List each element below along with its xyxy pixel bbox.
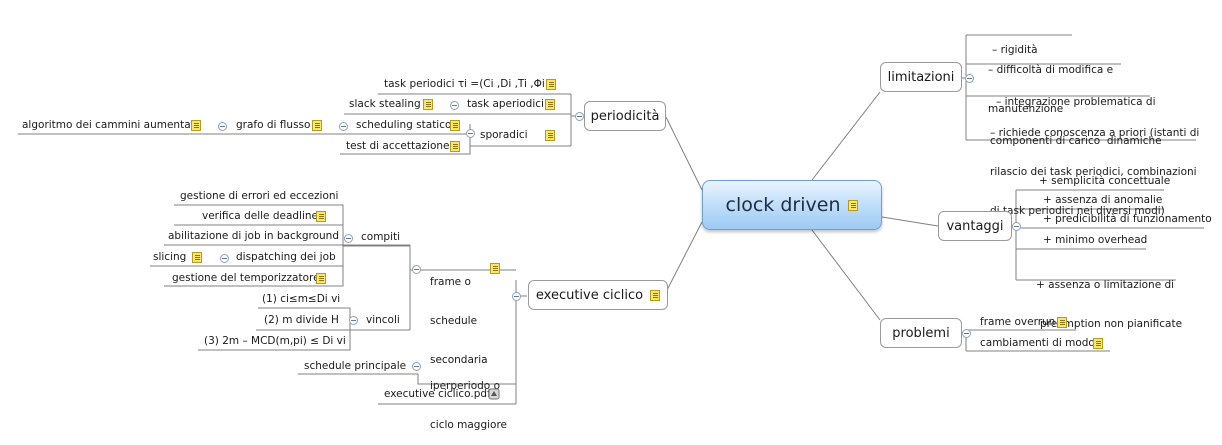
subtopic-vincoli[interactable]: vincoli [366,314,400,326]
limitazioni-item-line: – rigidità [992,44,1038,56]
topic-problemi[interactable]: problemi [880,318,962,348]
subtopic-test-accettazione[interactable]: test di accettazione [346,140,450,152]
compiti-item[interactable]: gestione del temporizzatore [172,272,320,284]
vincoli-item[interactable]: (3) 2m – MCD(m,pi) ≤ Di vi [204,335,346,347]
note-icon[interactable] [312,120,322,131]
topic-problemi-label: problemi [892,325,950,341]
topic-periodicita-label: periodicità [590,108,660,124]
collapse-icon[interactable] [466,129,475,138]
subtopic-grafo-di-flusso[interactable]: grafo di flusso [236,119,311,131]
subtopic-slicing[interactable]: slicing [153,251,187,263]
subtopic-cammini-aumentati[interactable]: algoritmo dei cammini aumentati [22,119,198,131]
note-icon[interactable] [545,130,555,141]
compiti-item[interactable]: gestione di errori ed eccezioni [180,190,339,202]
topic-periodicita[interactable]: periodicità [584,101,666,131]
limitazioni-item-line: – richiede conoscenza a priori (istanti … [990,127,1200,139]
topic-executive-ciclico[interactable]: executive ciclico [528,280,668,310]
topic-vantaggi-label: vantaggi [946,218,1004,234]
note-icon[interactable] [450,141,460,152]
limitazioni-item-line: rilascio dei task periodici, combinazion… [990,166,1197,178]
limitazioni-item-line: – difficoltà di modifica e [988,64,1114,76]
note-icon[interactable] [316,273,326,284]
vantaggi-item[interactable]: + minimo overhead [1043,234,1148,246]
topic-limitazioni-label: limitazioni [887,69,955,85]
note-icon[interactable] [848,199,859,211]
limitazioni-item[interactable]: – richiede conoscenza a priori (istanti … [990,101,1199,231]
limitazioni-item-line: di task periodici nei diversi modi) [990,205,1165,217]
vincoli-item[interactable]: (2) m divide H [264,314,339,326]
subtopic-slack-stealing[interactable]: slack stealing [349,98,421,110]
problemi-item[interactable]: cambiamenti di modo [980,337,1095,349]
limitazioni-item-line: componenti di carico dinamiche [990,135,1162,147]
collapse-icon[interactable] [349,316,358,325]
subtopic-sporadici[interactable]: sporadici [480,129,528,141]
limitazioni-item-line: – integrazione problematica di [996,96,1156,108]
note-icon[interactable] [1093,338,1103,349]
compiti-item[interactable]: dispatching dei job [236,251,336,263]
frame-line-2: schedule [430,315,478,327]
vincoli-item[interactable]: (1) ci≤m≤Di vi [262,293,341,305]
collapse-icon[interactable] [575,112,584,121]
pdf-icon[interactable] [488,388,500,400]
note-icon[interactable] [545,99,555,110]
limitazioni-item[interactable]: – difficoltà di modifica e manutenzione [988,38,1113,129]
collapse-icon[interactable] [512,292,521,301]
vantaggi-item-line: + assenza o limitazione di [1036,279,1175,291]
central-topic[interactable]: clock driven [702,180,882,230]
subtopic-task-periodici[interactable]: task periodici τi =(Ci ,Di ,Ti ,Φi ) [384,78,553,90]
collapse-icon[interactable] [412,362,421,371]
topic-limitazioni[interactable]: limitazioni [880,62,962,92]
collapse-icon[interactable] [218,122,227,131]
subtopic-schedule-principale[interactable]: schedule principale [304,360,407,372]
subtopic-task-aperiodici[interactable]: task aperiodici [467,98,544,110]
limitazioni-item-line: manutenzione [988,103,1064,115]
iperperiodo-line-2: ciclo maggiore [430,419,508,431]
vantaggi-item[interactable]: + assenza di anomalie [1043,194,1163,206]
note-icon[interactable] [450,120,460,131]
limitazioni-item[interactable]: – integrazione problematica di component… [990,70,1162,161]
topic-vantaggi[interactable]: vantaggi [938,211,1012,241]
subtopic-frame-schedule-secondaria[interactable]: frame o schedule secondaria [430,250,488,380]
vantaggi-item[interactable]: + semplicità concettuale [1039,175,1171,187]
connector-lines [18,34,1204,405]
collapse-icon[interactable] [339,122,348,131]
compiti-item[interactable]: abilitazione di job in background [168,230,339,242]
vantaggi-item[interactable]: + assenza o limitazione di preemption no… [1036,253,1182,344]
note-icon[interactable] [546,79,556,90]
note-icon[interactable] [650,289,661,301]
frame-line-1: frame o [430,276,471,288]
subtopic-scheduling-statico[interactable]: scheduling statico [356,119,452,131]
vantaggi-item-line: preemption non pianificate [1040,318,1183,330]
note-icon[interactable] [192,252,202,263]
attachment-pdf[interactable]: executive ciclico.pdf [384,388,491,400]
collapse-icon[interactable] [412,265,421,274]
compiti-item[interactable]: verifica delle deadline [202,210,318,222]
collapse-icon[interactable] [965,74,974,83]
central-title: clock driven [725,194,841,216]
iperperiodo-line-1: iperperiodo o [430,380,500,392]
note-icon[interactable] [423,99,433,110]
problemi-item[interactable]: frame overrun [980,316,1056,328]
frame-line-3: secondaria [430,354,488,366]
note-icon[interactable] [1057,317,1067,328]
collapse-icon[interactable] [344,234,353,243]
collapse-icon[interactable] [450,101,459,110]
note-icon[interactable] [191,120,201,131]
subtopic-compiti[interactable]: compiti [361,231,401,243]
vantaggi-item[interactable]: + predicibilità di funzionamento [1043,213,1212,225]
note-icon[interactable] [316,211,326,222]
collapse-icon[interactable] [220,254,229,263]
limitazioni-item[interactable]: – rigidità [992,18,1038,70]
collapse-icon[interactable] [962,329,971,338]
topic-executive-ciclico-label: executive ciclico [535,287,644,303]
note-icon[interactable] [490,263,500,274]
collapse-icon[interactable] [1012,222,1021,231]
